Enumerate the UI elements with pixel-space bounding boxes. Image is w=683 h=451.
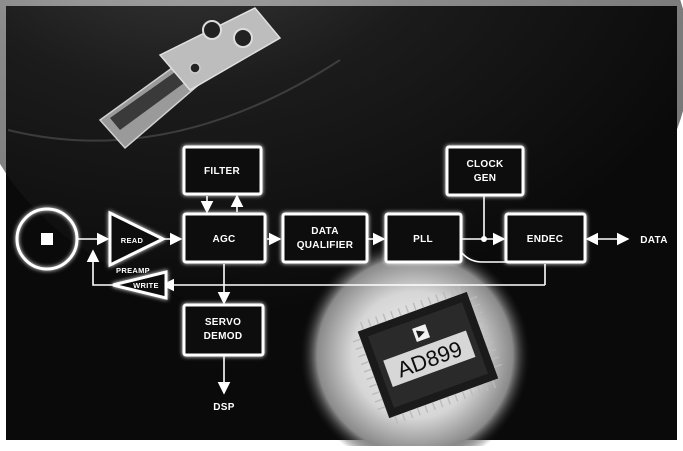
clock-gen-label-2: GEN xyxy=(474,173,497,184)
clock-gen-label-1: CLOCK xyxy=(466,159,504,170)
endec-label: ENDEC xyxy=(527,234,564,245)
preamp-label: PREAMP xyxy=(116,266,150,275)
data-qualifier-label-2: QUALIFIER xyxy=(297,240,354,251)
filter-label: FILTER xyxy=(204,166,241,177)
filter-block: FILTER xyxy=(182,145,263,196)
disk-edge xyxy=(7,59,341,142)
clock-gen-block: CLOCK GEN xyxy=(445,145,525,197)
ad899-chip: AD899 xyxy=(352,286,502,424)
data-output-label: DATA xyxy=(640,235,668,246)
write-driver: WRITE xyxy=(112,270,168,300)
read-preamp: READ PREAMP xyxy=(108,210,167,275)
servo-demod-label-1: SERVO xyxy=(205,317,241,328)
write-label: WRITE xyxy=(133,281,159,290)
servo-demod-block: SERVO DEMOD xyxy=(182,303,265,357)
data-qualifier-label-1: DATA xyxy=(311,226,339,237)
read-label: READ xyxy=(121,236,144,245)
pll-label: PLL xyxy=(413,234,433,245)
pll-block: PLL xyxy=(384,212,463,264)
agc-label: AGC xyxy=(212,234,235,245)
data-qualifier-block: DATA QUALIFIER xyxy=(281,212,369,264)
analog-devices-logo-icon xyxy=(412,324,431,343)
dsp-output-label: DSP xyxy=(213,402,234,413)
servo-demod-label-2: DEMOD xyxy=(204,331,243,342)
head-arm-assembly xyxy=(98,7,282,150)
agc-block: AGC xyxy=(182,212,267,264)
endec-block: ENDEC xyxy=(504,212,587,264)
